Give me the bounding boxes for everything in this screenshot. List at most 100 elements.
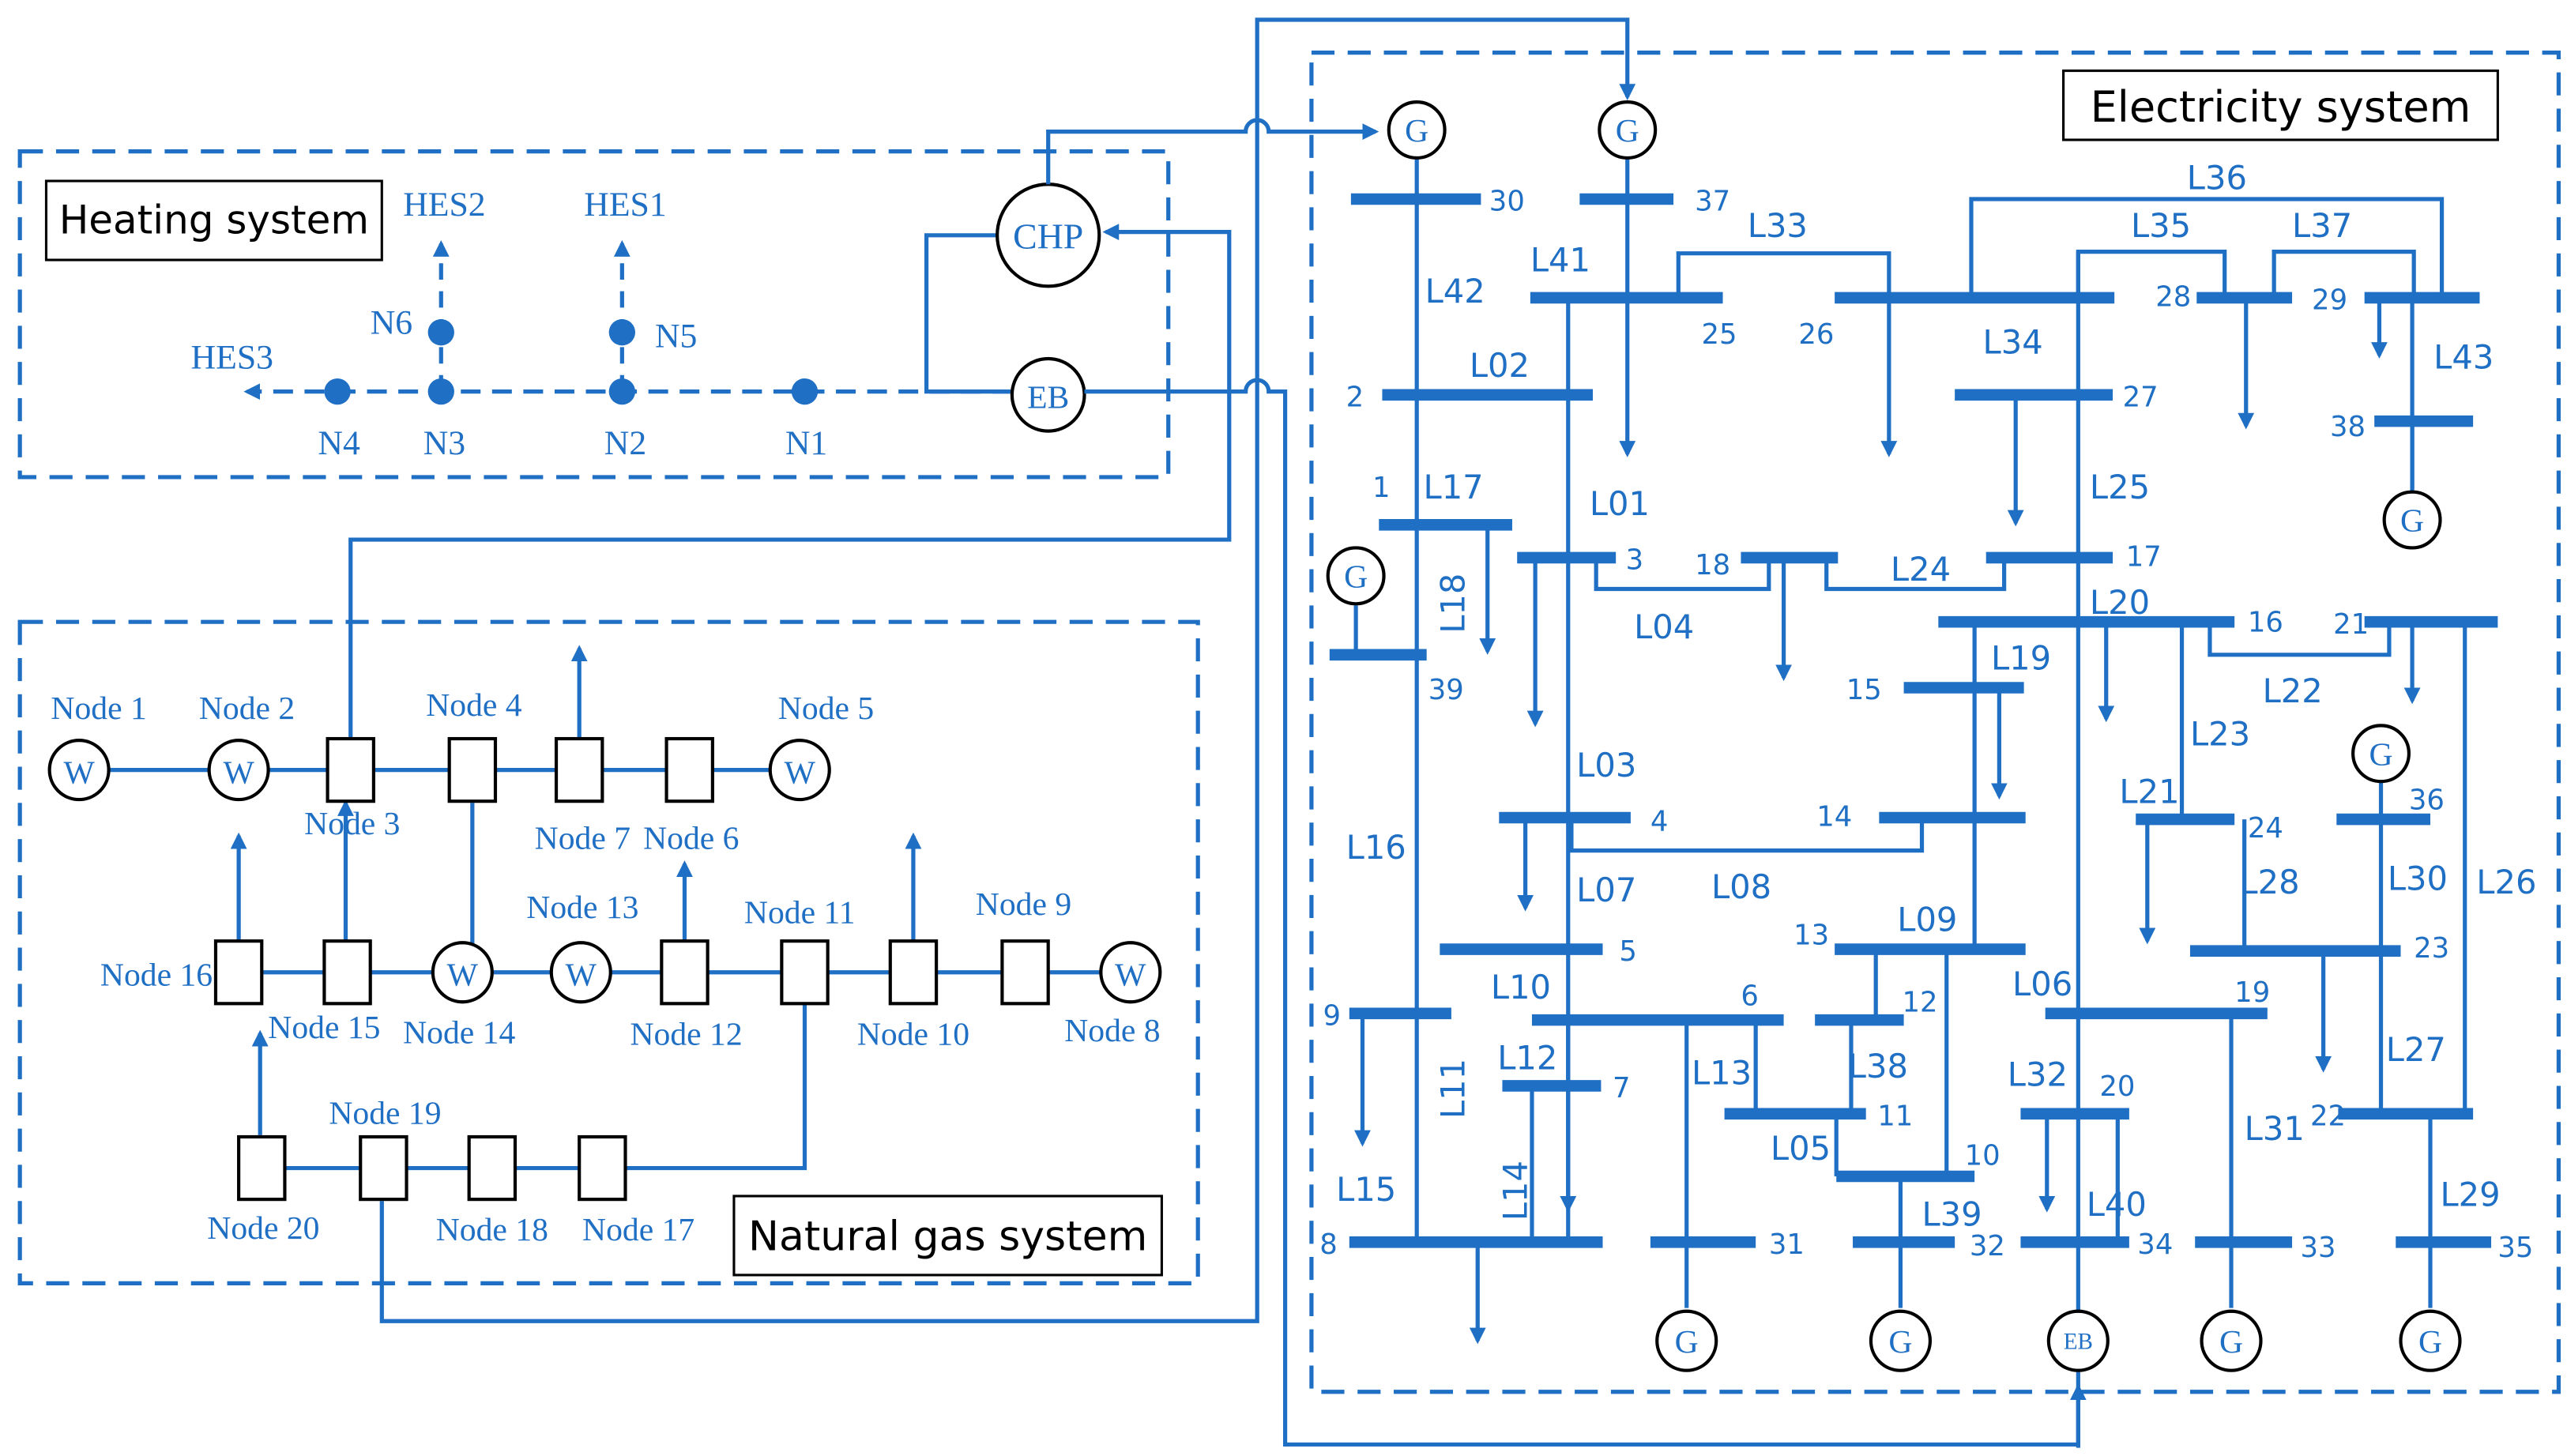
bus-label-3: 3 xyxy=(1626,544,1644,577)
heating-title: Heating system xyxy=(59,198,369,243)
electricity-title: Electricity system xyxy=(2091,82,2471,132)
line-label-l35: L35 xyxy=(2131,206,2191,245)
line-label-l25: L25 xyxy=(2090,468,2150,506)
bus-label-15: 15 xyxy=(1846,674,1882,706)
line-label-l01: L01 xyxy=(1590,484,1650,523)
well-symbol: W xyxy=(566,957,597,993)
generator-symbol: G xyxy=(1405,113,1428,149)
gas-title: Natural gas system xyxy=(748,1213,1147,1261)
generator-symbol: G xyxy=(1344,559,1368,595)
line-label-l18: L18 xyxy=(1434,574,1473,634)
generators xyxy=(1326,100,2462,1372)
gas-node-12-box xyxy=(660,939,710,1006)
line-label-l19: L19 xyxy=(1991,639,2051,678)
line-label-l20: L20 xyxy=(2090,583,2150,622)
bus-label-10: 10 xyxy=(1965,1139,2001,1172)
bus-label-37: 37 xyxy=(1695,186,1730,218)
label-n6: N6 xyxy=(371,304,412,342)
line-label-l06: L06 xyxy=(2012,965,2072,1003)
generator-symbol: G xyxy=(2369,736,2392,773)
gas-node-10-box xyxy=(888,939,939,1006)
gas-node-4-box xyxy=(447,736,498,803)
node-n6 xyxy=(427,319,454,346)
generator-symbol: G xyxy=(2400,503,2424,540)
generator-bus-38 xyxy=(2382,490,2442,550)
line-label-l31: L31 xyxy=(2245,1109,2305,1148)
gas-well-node-5 xyxy=(768,739,831,802)
label-gas-node-2: Node 2 xyxy=(199,690,295,727)
eb-label-heating: EB xyxy=(1027,379,1069,416)
gas-compressor-nodes xyxy=(213,736,1050,1202)
gas-node-6-box xyxy=(664,736,714,803)
generator-symbol: G xyxy=(2219,1324,2243,1360)
well-symbol: W xyxy=(785,754,816,791)
gas-well-node-1 xyxy=(47,739,111,802)
label-gas-node-3: Node 3 xyxy=(304,806,400,842)
label-gas-node-15: Node 15 xyxy=(268,1010,380,1046)
generator-bus-32 xyxy=(1869,1309,1932,1372)
line-label-l15: L15 xyxy=(1336,1170,1396,1209)
label-gas-node-20: Node 20 xyxy=(207,1210,319,1247)
label-gas-node-6: Node 6 xyxy=(643,821,739,857)
bus-label-8: 8 xyxy=(1319,1228,1338,1261)
label-gas-node-19: Node 19 xyxy=(329,1095,441,1131)
gas-node-11-box xyxy=(780,939,830,1006)
line-label-l23: L23 xyxy=(2190,714,2250,753)
bus-label-36: 36 xyxy=(2409,784,2445,817)
gas-node-18-box xyxy=(467,1134,518,1202)
bus-label-26: 26 xyxy=(1798,318,1834,351)
label-hes3: HES3 xyxy=(191,338,273,376)
gas-node-7-box xyxy=(554,736,604,803)
bus-label-13: 13 xyxy=(1794,919,1829,951)
bus-label-29: 29 xyxy=(2312,284,2347,317)
gas-node-9-box xyxy=(1000,939,1050,1006)
electricity-system-boundary xyxy=(1309,51,2561,1394)
bus-label-6: 6 xyxy=(1741,980,1759,1012)
label-gas-node-13: Node 13 xyxy=(526,890,638,926)
gas-node-3-box xyxy=(326,736,375,803)
gas-node-19-box xyxy=(359,1134,408,1202)
generator-symbol: G xyxy=(1888,1324,1912,1360)
line-label-l26: L26 xyxy=(2476,863,2536,901)
label-gas-node-14: Node 14 xyxy=(403,1014,515,1051)
line-label-l12: L12 xyxy=(1497,1039,1557,1078)
line-label-l07: L07 xyxy=(1576,871,1636,909)
line-label-l16: L16 xyxy=(1346,828,1406,867)
bus-label-27: 27 xyxy=(2123,381,2159,413)
label-gas-node-8: Node 8 xyxy=(1064,1013,1160,1049)
label-gas-node-11: Node 11 xyxy=(744,894,856,931)
line-label-l05: L05 xyxy=(1771,1129,1831,1168)
bus-label-31: 31 xyxy=(1769,1228,1805,1261)
label-gas-node-4: Node 4 xyxy=(426,687,522,724)
bus-label-24: 24 xyxy=(2248,812,2283,845)
line-label-l24: L24 xyxy=(1891,550,1951,589)
label-n3: N3 xyxy=(423,424,465,462)
generator-bus-39 xyxy=(1326,546,1386,606)
bus-label-11: 11 xyxy=(1877,1100,1913,1132)
line-label-l03: L03 xyxy=(1576,746,1636,784)
bus-label-12: 12 xyxy=(1903,987,1938,1019)
bus-label-34: 34 xyxy=(2137,1228,2173,1261)
gas-node-17-box xyxy=(578,1134,627,1202)
label-hes1: HES1 xyxy=(584,186,666,224)
line-label-l22: L22 xyxy=(2263,672,2323,710)
coupling-connections xyxy=(348,17,2087,1447)
generator-symbol: G xyxy=(2418,1324,2442,1360)
gas-node-15-box xyxy=(322,939,372,1006)
bus-label-5: 5 xyxy=(1619,935,1637,968)
gas-system-boundary xyxy=(17,619,1200,1285)
label-hes2: HES2 xyxy=(403,186,485,224)
eb-symbol: EB xyxy=(2064,1330,2093,1355)
line-label-l37: L37 xyxy=(2292,206,2352,245)
well-symbol: W xyxy=(223,754,254,791)
line-label-l08: L08 xyxy=(1711,867,1771,906)
generator-symbol: G xyxy=(1675,1324,1699,1360)
line-label-l40: L40 xyxy=(2087,1185,2147,1224)
eb-unit-heating: EB xyxy=(1010,356,1086,433)
line-label-l43: L43 xyxy=(2433,337,2494,376)
heating-nodes xyxy=(324,319,819,405)
gas-wells xyxy=(47,739,1162,1004)
line-label-l09: L09 xyxy=(1897,901,1957,939)
line-label-l21: L21 xyxy=(2119,772,2179,811)
